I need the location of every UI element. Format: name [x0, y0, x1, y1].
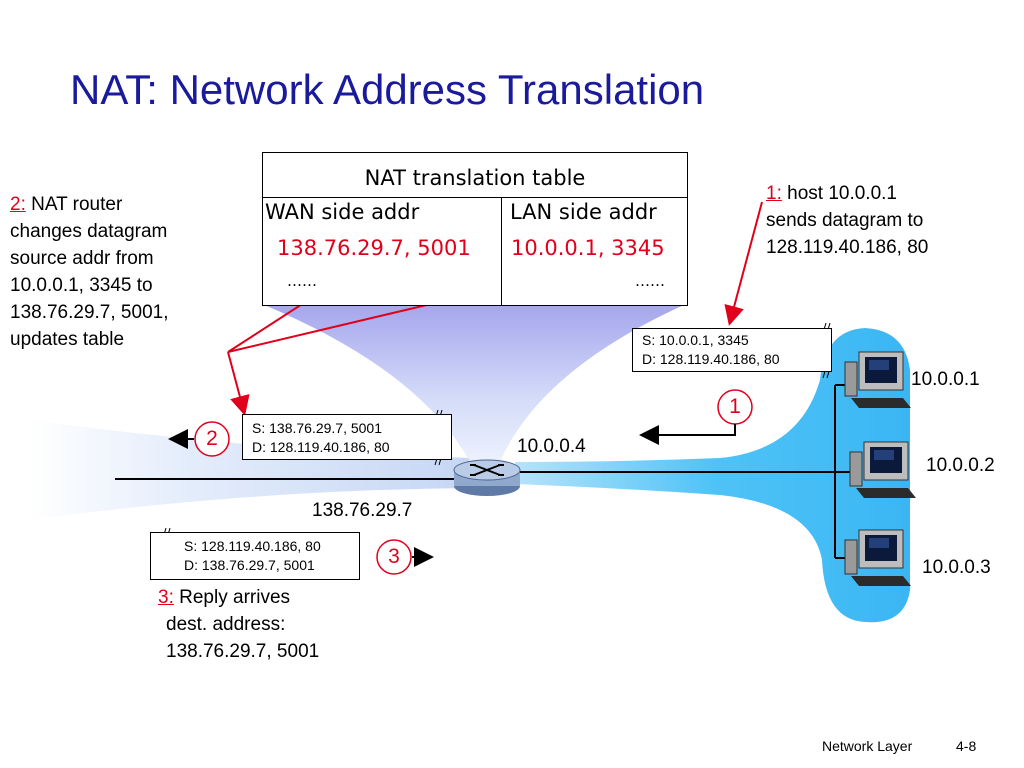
lan-column-header: LAN side addr: [510, 200, 657, 224]
router-icon: [453, 459, 521, 496]
datagram-source: S: 138.76.29.7, 5001: [252, 420, 382, 436]
footer-section: Network Layer: [822, 738, 913, 754]
note-step2-colon: :: [20, 194, 26, 215]
datagram-destination: D: 128.119.40.186, 80: [642, 351, 780, 367]
host-computer-icon-3: [844, 529, 911, 586]
step-circle-3: [376, 539, 412, 575]
wan-more-rows: ……: [287, 272, 317, 290]
note-step3-number: 3:: [158, 587, 174, 608]
pointer-note1: [724, 201, 763, 326]
note-step1-number: 1:: [766, 183, 782, 204]
wan-beam: [30, 420, 470, 520]
slide-title: NAT: Network Address Translation: [70, 66, 705, 113]
note-step3-line: dest. address:: [166, 614, 286, 635]
step-number-2: 2: [206, 427, 218, 450]
datagram-step1: S: 10.0.0.1, 3345 D: 128.119.40.186, 80: [632, 328, 832, 372]
datagram-source: S: 10.0.0.1, 3345: [642, 332, 749, 348]
note-step2-line: updates table: [10, 329, 125, 350]
note-step2-line: source addr from: [10, 248, 154, 269]
note-step3-line: 138.76.29.7, 5001: [166, 641, 320, 662]
host1-address: 10.0.0.1: [911, 369, 980, 390]
host3-address: 10.0.0.3: [922, 557, 991, 578]
step-number-1: 1: [729, 395, 741, 418]
note-step3-line: Reply arrives: [179, 587, 291, 608]
note-step2-line: 138.76.29.7, 5001,: [10, 302, 169, 323]
table-column-divider: [501, 197, 502, 305]
lan-entry: 10.0.0.1, 3345: [511, 236, 665, 260]
note-step2-line: changes datagram: [10, 221, 168, 242]
note-step1-line: 128.119.40.186, 80: [766, 237, 929, 258]
note-step1-line: sends datagram to: [766, 210, 924, 231]
wan-entry: 138.76.29.7, 5001: [277, 236, 471, 260]
note-step1-line: host 10.0.0.1: [787, 183, 898, 204]
table-funnel: [262, 304, 686, 462]
note-step2-line: NAT router: [31, 194, 123, 215]
lan-more-rows: ……: [635, 272, 665, 290]
table-header-divider: [263, 197, 687, 198]
datagram-step2: S: 138.76.29.7, 5001 D: 128.119.40.186, …: [242, 414, 452, 460]
step-circle-2: [194, 421, 230, 457]
router-wan-address: 138.76.29.7: [312, 500, 413, 521]
datagram-destination: D: 128.119.40.186, 80: [252, 439, 390, 455]
note-step2: 2: NAT router changes datagram source ad…: [10, 191, 168, 353]
arrow-step1: [639, 424, 736, 445]
host2-address: 10.0.0.2: [926, 455, 995, 476]
lan-region: [515, 328, 910, 623]
pointer-packet2: [227, 351, 250, 416]
note-step3: 3: Reply arrives dest. address: 138.76.2…: [158, 584, 319, 665]
host-computer-icon-1: [844, 351, 911, 408]
note-step1: 1: host 10.0.0.1 sends datagram to 128.1…: [766, 180, 928, 261]
wan-column-header: WAN side addr: [265, 200, 420, 224]
host-computer-icon-2: [849, 441, 916, 498]
table-title: NAT translation table: [364, 166, 586, 190]
note-step2-line: 10.0.0.1, 3345 to: [10, 275, 153, 296]
datagram-destination: D: 138.76.29.7, 5001: [184, 557, 315, 573]
datagram-source: S: 128.119.40.186, 80: [184, 538, 321, 554]
note-step2-number: 2: [10, 194, 21, 215]
datagram-step3: S: 128.119.40.186, 80 D: 138.76.29.7, 50…: [150, 532, 360, 580]
footer-page-number: 4-8: [956, 738, 977, 754]
router-lan-address: 10.0.0.4: [517, 436, 586, 457]
step-number-3: 3: [388, 545, 400, 568]
nat-translation-table: NAT translation table WAN side addr LAN …: [262, 152, 688, 306]
